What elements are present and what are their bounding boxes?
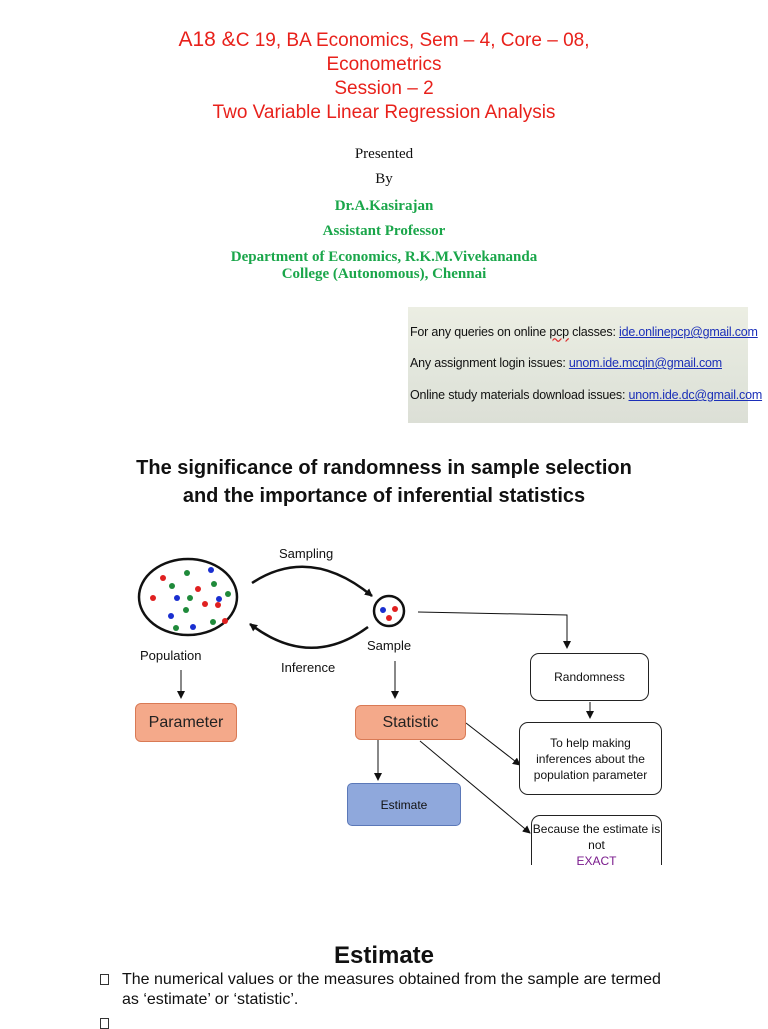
contact-row-pcp-text2: classes:: [568, 325, 620, 339]
email-link-login[interactable]: unom.ide.mcqin@gmail.com: [568, 356, 722, 370]
estimate-title: Estimate: [333, 942, 435, 969]
inference-label: Inference: [281, 660, 336, 675]
lecture-topic: Two Variable Linear Regression Analysis: [212, 102, 556, 123]
contact-row-materials-text: Online study materials download issues:: [410, 388, 629, 402]
population-label: Population: [140, 648, 202, 663]
contact-row-materials: Online study materials download issues: …: [410, 388, 762, 402]
contact-row-pcp-word: pcp: [549, 325, 569, 339]
population-dots: [150, 567, 231, 631]
contact-info-box: For any queries on online pcp classes: i…: [408, 307, 762, 423]
sample-circle: [372, 594, 406, 628]
because-box-exact: EXACT: [576, 854, 617, 865]
inference-arrow: [249, 623, 369, 649]
because-box-text: Because the estimate is not: [532, 822, 661, 852]
statistic-to-inferences-arrow: [465, 722, 521, 766]
sampling-arrow: [251, 565, 373, 597]
estimate-box: Estimate: [347, 783, 461, 826]
statistic-box: Statistic: [355, 705, 466, 740]
randomness-heading-line1: The significance of randomness in sample…: [136, 457, 632, 479]
email-link-materials[interactable]: unom.ide.dc@gmail.com: [628, 388, 763, 402]
presented-label: Presented: [354, 146, 414, 162]
contact-row-login: Any assignment login issues: unom.ide.mc…: [410, 356, 722, 370]
randomness-heading-line2: and the importance of inferential statis…: [182, 485, 586, 507]
author-name: Dr.A.Kasirajan: [334, 198, 434, 214]
course-title-line2: Econometrics: [326, 54, 442, 75]
by-label: By: [375, 171, 393, 187]
contact-row-login-text: Any assignment login issues:: [410, 356, 569, 370]
randomness-box: Randomness: [530, 653, 649, 701]
course-code-rest: C 19, BA Economics, Sem – 4, Core – 08,: [235, 30, 590, 51]
author-role: Assistant Professor: [322, 223, 446, 239]
department-line2: College (Autonomous), Chennai: [281, 266, 487, 282]
parameter-box: Parameter: [135, 703, 237, 742]
session-label: Session – 2: [334, 78, 434, 99]
inference-diagram: [137, 557, 594, 834]
statistic-to-because-arrow: [419, 740, 531, 834]
course-title-line1: A18 &C 19, BA Economics, Sem – 4, Core –…: [0, 28, 768, 53]
sample-to-randomness-arrow: [417, 611, 571, 649]
because-box: Because the estimate is not EXACT: [531, 815, 662, 865]
contact-row-pcp: For any queries on online pcp classes: i…: [410, 325, 758, 339]
contact-row-pcp-text1: For any queries on online: [410, 325, 550, 339]
department-line1: Department of Economics, R.K.M.Vivekanan…: [230, 249, 538, 265]
email-link-pcp[interactable]: ide.onlinepcp@gmail.com: [619, 325, 758, 339]
sampling-label: Sampling: [279, 546, 334, 561]
course-code-prefix: A18 &: [178, 28, 236, 51]
bullet-icon: [100, 974, 109, 985]
sample-label: Sample: [367, 638, 412, 653]
estimate-bullet-1: The numerical values or the measures obt…: [122, 971, 661, 1008]
inferences-box: To help making inferences about the popu…: [519, 722, 662, 795]
